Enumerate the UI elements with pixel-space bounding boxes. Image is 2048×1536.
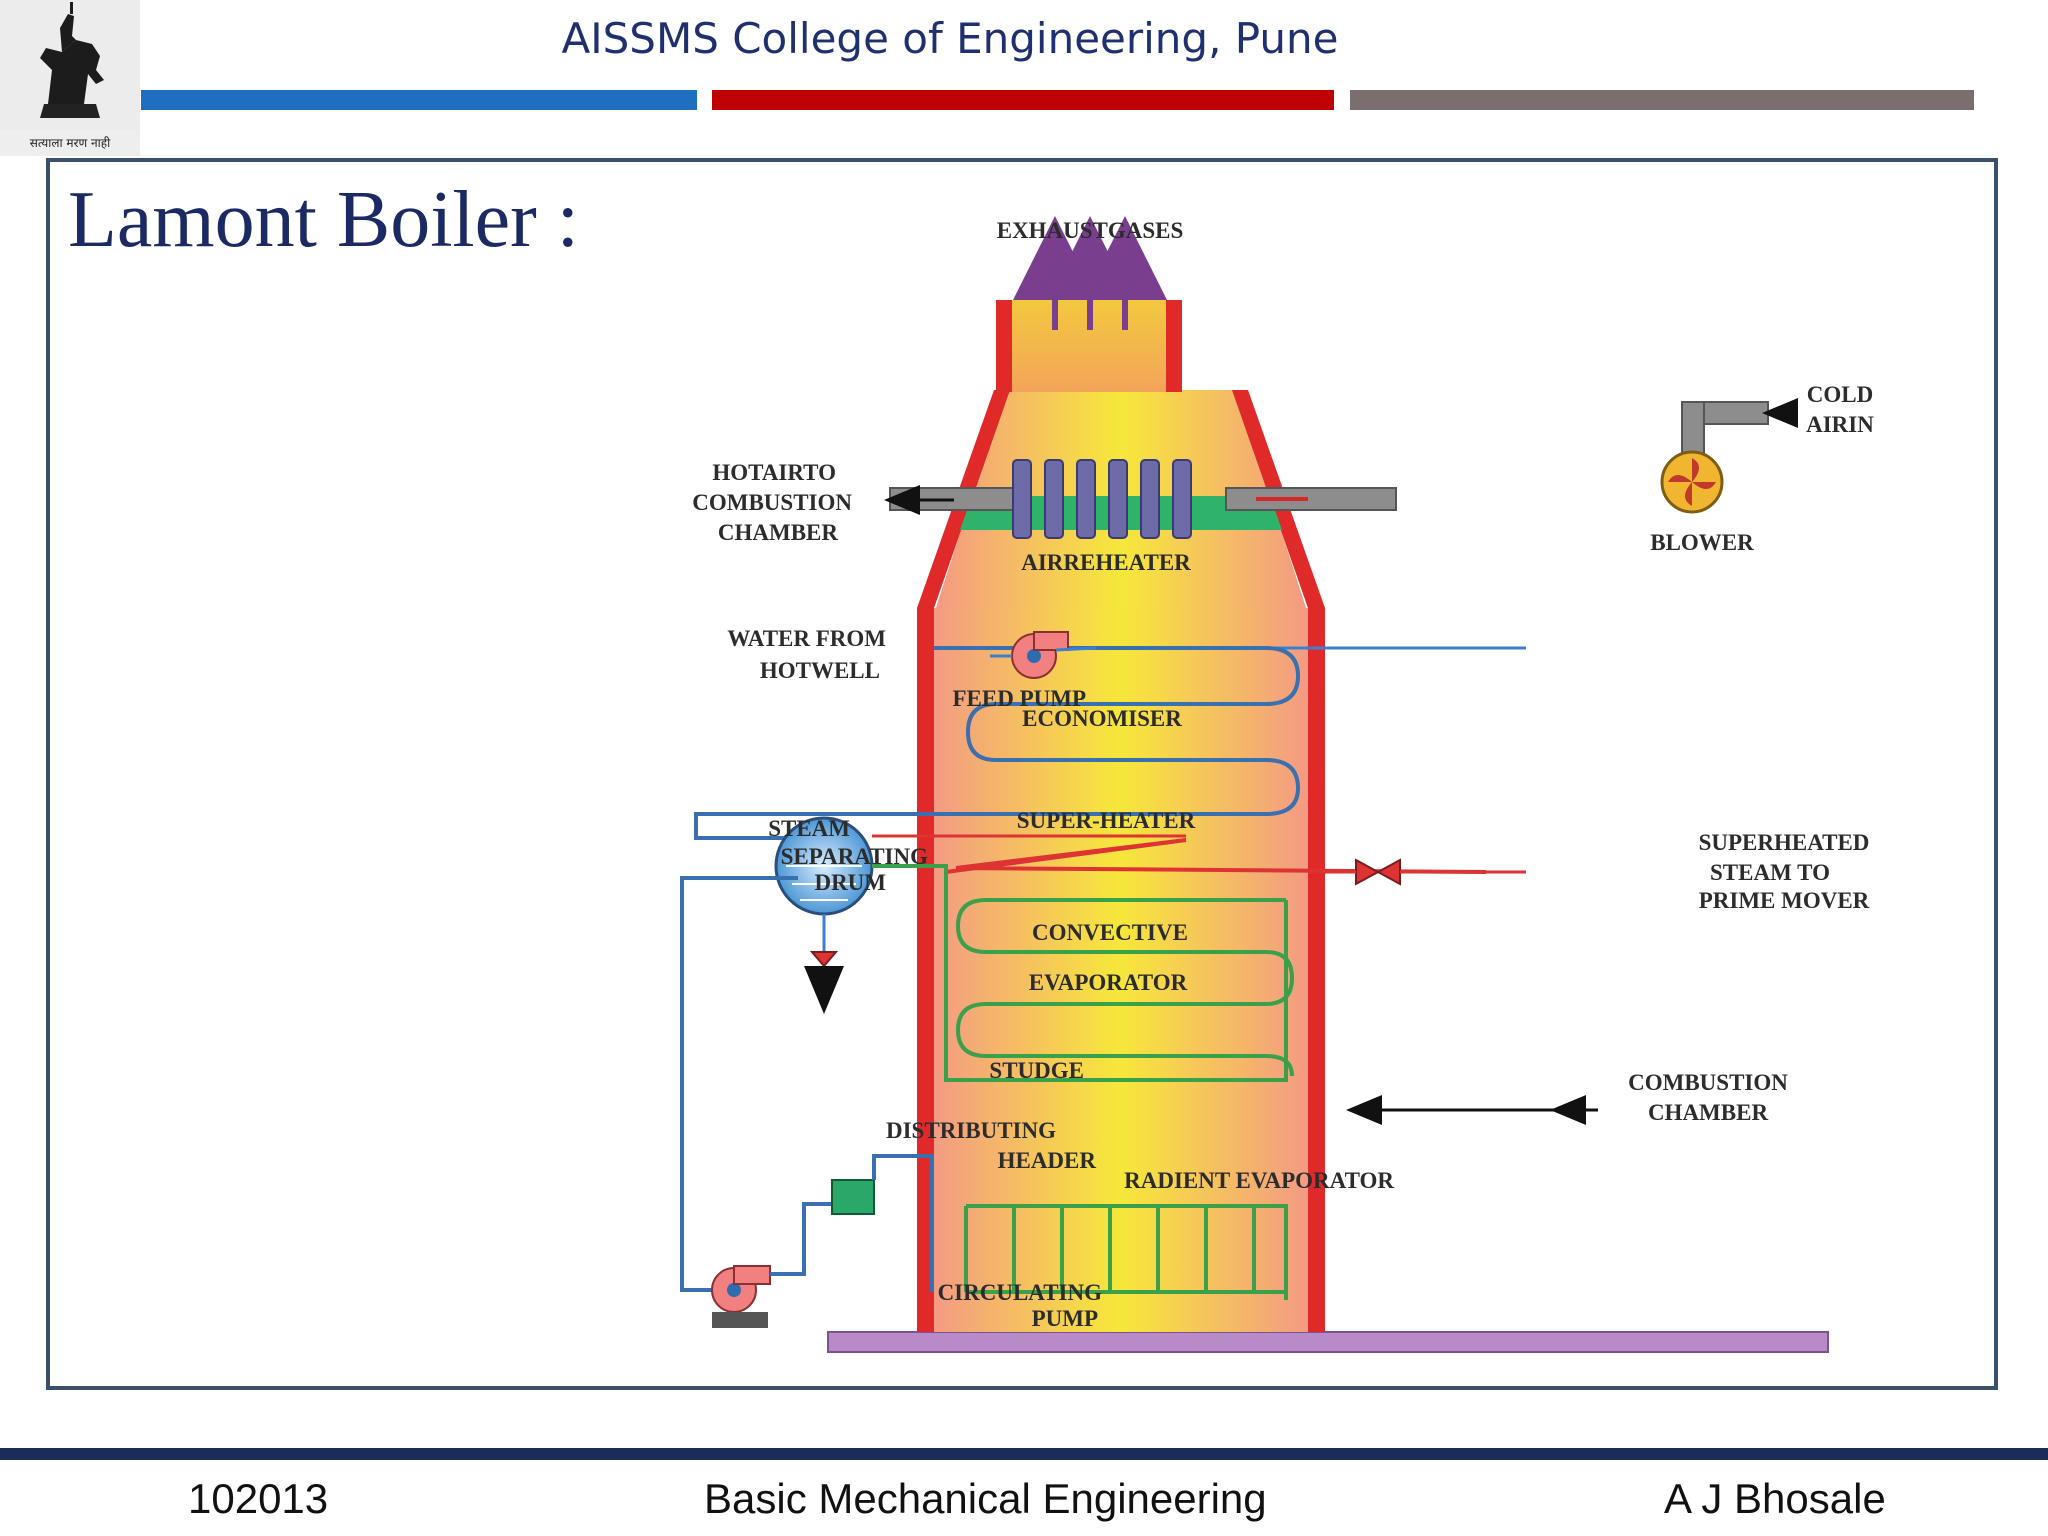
furnace-body <box>932 608 1308 1332</box>
label-superheated-3: PRIME MOVER <box>1699 888 1870 913</box>
label-circulating-2: PUMP <box>1032 1306 1098 1331</box>
label-cold-air-1: COLD <box>1807 382 1873 407</box>
label-water-from-1: WATER FROM <box>727 626 886 651</box>
slide-frame <box>46 158 1998 1390</box>
air-preheater-tubes <box>1012 459 1192 539</box>
lamont-boiler-diagram: EXHAUSTGASES COLD AIRIN HOTAIRTO COMBUST… <box>680 216 1874 1353</box>
footer-author: A J Bhosale <box>1664 1475 1886 1522</box>
slide-title: Lamont Boiler : <box>68 176 580 264</box>
footer-band <box>0 1448 2048 1460</box>
header-bar-red <box>712 90 1334 110</box>
header-bar-blue <box>141 90 697 110</box>
label-feed-pump: FEED PUMP <box>952 686 1086 711</box>
exhaust-arrows-icon <box>1013 216 1167 330</box>
label-superheated-1: SUPERHEATED <box>1699 830 1870 855</box>
label-steam-drum-2: SEPARATING <box>781 844 928 869</box>
label-steam-drum-3: DRUM <box>814 870 886 895</box>
label-superheated-2: STEAM TO <box>1710 860 1830 885</box>
institution-name: AISSMS College of Engineering, Pune <box>561 14 1339 63</box>
feed-pump-icon <box>1011 631 1069 679</box>
header-bar-gray <box>1350 90 1974 110</box>
label-hot-air-3: CHAMBER <box>718 520 839 545</box>
college-logo: सत्याला मरण नाही <box>0 0 140 156</box>
furnace-wall-right <box>1308 608 1325 1332</box>
circulating-pump-icon <box>711 1265 771 1328</box>
label-exhaust-gases: EXHAUSTGASES <box>997 218 1184 243</box>
label-combustion-1: COMBUSTION <box>1628 1070 1788 1095</box>
radiant-evaporator-grid <box>964 1204 1288 1300</box>
label-water-from-2: HOTWELL <box>760 658 880 683</box>
footer-course-code: 102013 <box>188 1475 329 1522</box>
label-cold-air-2: AIRIN <box>1806 412 1874 437</box>
footer-course-name: Basic Mechanical Engineering <box>704 1475 1267 1522</box>
label-super-heater: SUPER-HEATER <box>1017 808 1196 833</box>
blower-fan-icon <box>1660 450 1724 514</box>
label-circulating-1: CIRCULATING <box>938 1280 1103 1305</box>
label-radient-evaporator: RADIENT EVAPORATOR <box>1124 1168 1394 1193</box>
label-blower: BLOWER <box>1650 530 1754 555</box>
label-steam-drum-1: STEAM <box>768 816 850 841</box>
label-convective: CONVECTIVE <box>1032 920 1188 945</box>
label-studge: STUDGE <box>989 1058 1084 1083</box>
outlet-valve-icon <box>1355 858 1401 886</box>
label-hot-air-2: COMBUSTION <box>692 490 852 515</box>
label-air-preheater: AIRREHEATER <box>1021 550 1191 575</box>
distributing-header <box>831 1179 875 1215</box>
label-distributing-2: HEADER <box>998 1148 1097 1173</box>
label-distributing-1: DISTRIBUTING <box>886 1118 1056 1143</box>
superheater-coil <box>945 838 1487 874</box>
label-economiser: ECONOMISER <box>1022 706 1182 731</box>
label-evaporator: EVAPORATOR <box>1029 970 1188 995</box>
label-combustion-2: CHAMBER <box>1648 1100 1769 1125</box>
steam-separating-drum <box>774 816 874 916</box>
base-plate <box>827 1331 1829 1353</box>
equestrian-statue-icon <box>0 0 140 130</box>
label-hot-air-1: HOTAIRTO <box>712 460 836 485</box>
logo-caption: सत्याला मरण नाही <box>29 136 111 150</box>
furnace-wall-left <box>917 608 934 1332</box>
cold-air-duct <box>1225 487 1397 511</box>
convective-evaporator-coil <box>955 898 1295 1077</box>
sludge-valve-icon <box>809 951 839 981</box>
